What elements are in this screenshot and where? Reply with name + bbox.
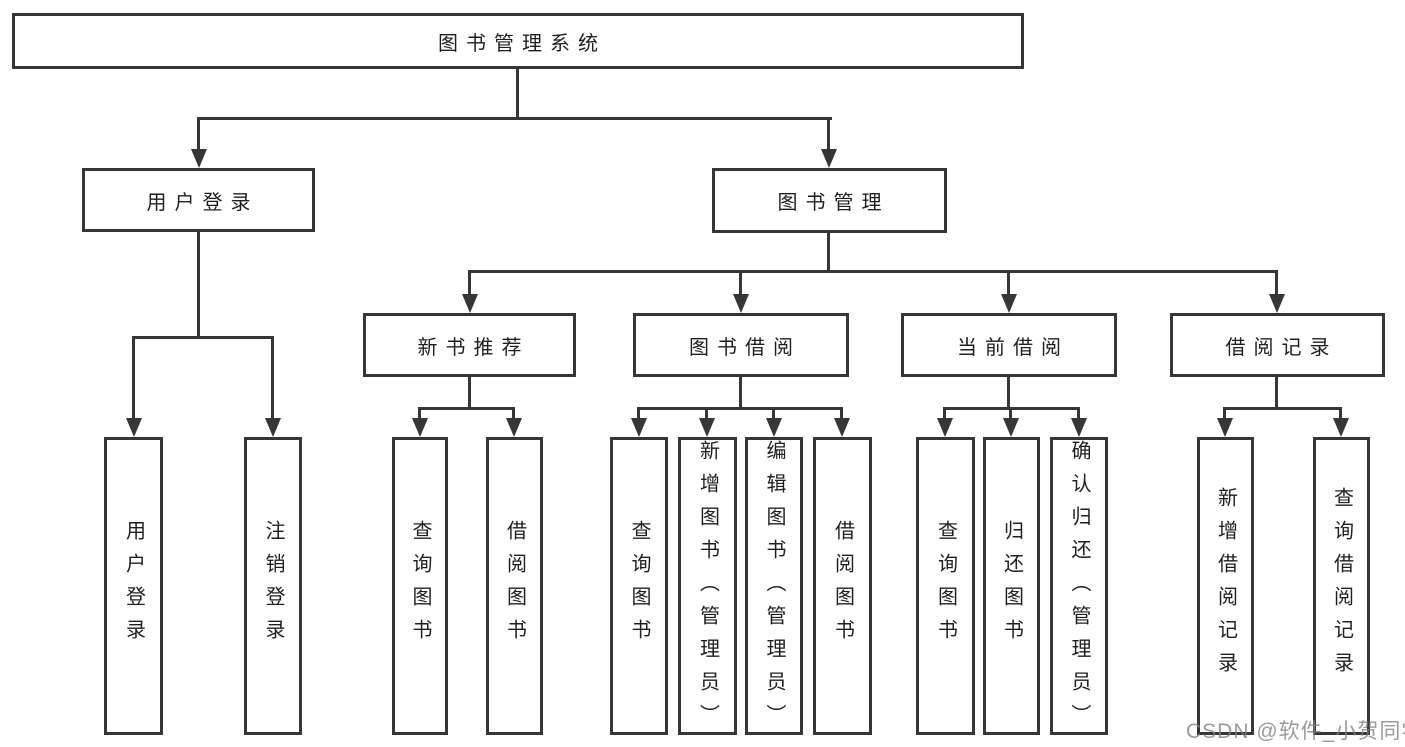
- node-borrow-records: 借阅记录: [1170, 313, 1385, 377]
- connector-line: [197, 117, 832, 120]
- arrow-down: [631, 418, 647, 437]
- watermark: CSDN @软件_小贺同学: [1186, 720, 1405, 743]
- connector-line: [1007, 377, 1010, 410]
- leaf-query-books-borrow: 查询图书: [610, 437, 668, 735]
- node-book-management: 图书管理: [712, 168, 947, 233]
- arrow-down: [766, 418, 782, 437]
- connector-line: [512, 407, 515, 420]
- arrow-down: [937, 418, 953, 437]
- leaf-query-borrow-record: 查询借阅记录: [1313, 437, 1370, 735]
- connector-line: [271, 336, 274, 420]
- arrow-down: [265, 418, 281, 437]
- leaf-return-book: 归还图书: [983, 437, 1040, 735]
- connector-line: [1009, 407, 1012, 420]
- connector-line: [637, 407, 843, 410]
- connector-line: [705, 407, 708, 420]
- connector-line: [1007, 270, 1010, 296]
- connector-line: [772, 407, 775, 420]
- connector-line: [1223, 407, 1226, 420]
- node-book-borrowing: 图书借阅: [633, 313, 849, 377]
- leaf-edit-book-admin: 编辑图书（管理员）: [745, 437, 803, 737]
- leaf-confirm-return-admin: 确认归还（管理员）: [1050, 437, 1108, 737]
- leaf-user-login: 用户登录: [104, 437, 163, 735]
- arrow-down: [462, 294, 478, 313]
- arrow-down: [1217, 418, 1233, 437]
- arrow-down: [126, 418, 142, 437]
- arrow-down: [733, 294, 749, 313]
- arrow-down: [412, 418, 428, 437]
- connector-line: [739, 270, 742, 296]
- leaf-borrow-books-borrow: 借阅图书: [813, 437, 872, 735]
- connector-line: [468, 377, 471, 410]
- connector-line: [468, 270, 1278, 273]
- leaf-borrow-books-newbook: 借阅图书: [486, 437, 543, 735]
- leaf-add-book-admin: 新增图书（管理员）: [678, 437, 737, 737]
- connector-line: [739, 377, 742, 410]
- node-new-book-recommend: 新书推荐: [363, 313, 576, 377]
- connector-line: [827, 117, 830, 151]
- connector-line: [1077, 407, 1080, 420]
- connector-line: [827, 233, 830, 273]
- arrow-down: [1003, 418, 1019, 437]
- connector-line: [1275, 377, 1278, 410]
- connector-line: [468, 270, 471, 296]
- arrow-down: [1333, 418, 1349, 437]
- arrow-down: [191, 149, 207, 168]
- connector-line: [197, 117, 200, 151]
- arrow-down: [834, 418, 850, 437]
- connector-line: [1339, 407, 1342, 420]
- connector-line: [840, 407, 843, 420]
- arrow-down: [1071, 418, 1087, 437]
- arrow-down: [699, 418, 715, 437]
- node-root: 图书管理系统: [12, 13, 1024, 69]
- connector-line: [943, 407, 946, 420]
- node-current-borrowing: 当前借阅: [901, 313, 1117, 377]
- connector-line: [197, 232, 200, 339]
- leaf-query-books-current: 查询图书: [916, 437, 975, 735]
- connector-line: [516, 69, 519, 120]
- leaf-query-books-newbook: 查询图书: [392, 437, 448, 735]
- connector-line: [637, 407, 640, 420]
- arrow-down: [821, 149, 837, 168]
- connector-line: [1275, 270, 1278, 296]
- connector-line: [418, 407, 421, 420]
- arrow-down: [1001, 294, 1017, 313]
- node-user-login: 用户登录: [82, 168, 315, 232]
- leaf-add-borrow-record: 新增借阅记录: [1197, 437, 1254, 735]
- connector-line: [132, 336, 274, 339]
- arrow-down: [506, 418, 522, 437]
- connector-line: [132, 336, 135, 420]
- leaf-logout: 注销登录: [244, 437, 302, 735]
- connector-line: [1223, 407, 1342, 410]
- arrow-down: [1269, 294, 1285, 313]
- connector-line: [418, 407, 515, 410]
